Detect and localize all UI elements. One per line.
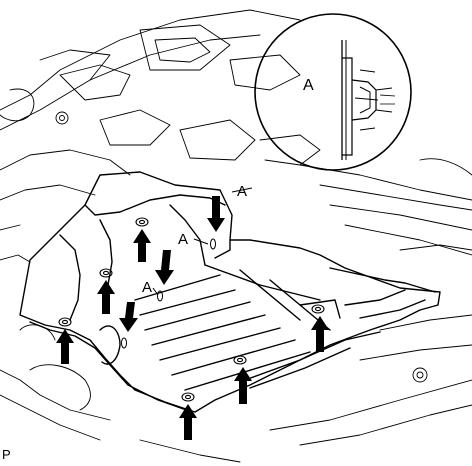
arrow-icon (56, 196, 329, 440)
clip-label-lower: A (142, 279, 153, 296)
clip-label-middle: A (178, 231, 189, 248)
detail-view (254, 13, 412, 171)
engine-under-cover (19, 171, 441, 413)
chassis-background (0, 9, 472, 463)
figure-code: P (2, 447, 11, 462)
detail-label: A (303, 77, 314, 94)
clip-icon (121, 238, 216, 349)
bolt-icon (58, 217, 325, 402)
clip-label-top: A (237, 183, 248, 200)
leader-lines (152, 187, 253, 296)
